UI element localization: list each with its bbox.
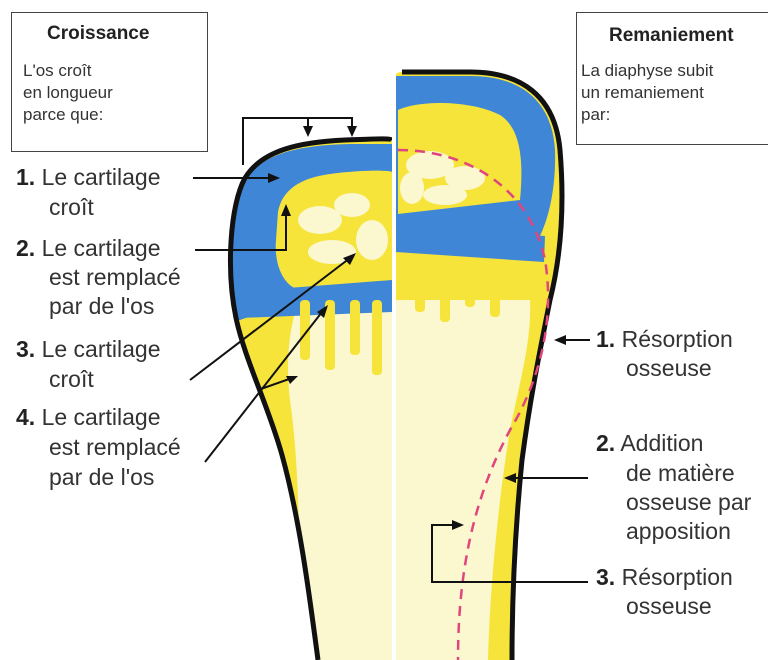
croissance-item-2-line-2: est remplacé [49, 266, 181, 289]
remaniement-item-2-line-2: de matière [626, 462, 735, 485]
croissance-item-3-num: 3. [16, 336, 35, 362]
croissance-item-4-num: 4. [16, 404, 35, 430]
remaniement-item-2-line-3: osseuse par [626, 491, 751, 514]
remaniement-line-2: un remaniement [581, 83, 704, 103]
croissance-item-3-line-1: Le cartilage [42, 336, 161, 362]
croissance-item-2: 2. Le cartilage [16, 237, 161, 260]
remaniement-line-1: La diaphyse subit [581, 61, 713, 81]
remaniement-item-2: 2. Addition [596, 432, 703, 455]
remaniement-item-1-line-1: Résorption [622, 326, 733, 352]
croissance-title: Croissance [47, 23, 149, 45]
croissance-item-4: 4. Le cartilage [16, 406, 161, 429]
remaniement-box: Remaniement La diaphyse subit un remanie… [576, 12, 768, 145]
remaniement-item-1: 1. Résorption [596, 328, 733, 351]
remaniement-item-2-line-4: apposition [626, 520, 731, 543]
remaniement-item-3-num: 3. [596, 564, 615, 590]
croissance-item-1-num: 1. [16, 164, 35, 190]
croissance-item-2-line-3: par de l'os [49, 295, 154, 318]
croissance-item-3-line-2: croît [49, 368, 94, 391]
remaniement-item-2-line-1: Addition [620, 430, 703, 456]
remaniement-item-3-line-2: osseuse [626, 595, 712, 618]
croissance-item-2-line-1: Le cartilage [42, 235, 161, 261]
croissance-item-2-num: 2. [16, 235, 35, 261]
croissance-item-3: 3. Le cartilage [16, 338, 161, 361]
croissance-line-2: en longueur [23, 83, 113, 103]
croissance-line-3: parce que: [23, 105, 103, 125]
remaniement-line-3: par: [581, 105, 610, 125]
croissance-item-1-line-1: Le cartilage [42, 164, 161, 190]
croissance-item-1: 1. Le cartilage [16, 166, 161, 189]
croissance-box: Croissance L'os croît en longueur parce … [11, 12, 208, 152]
remaniement-item-1-num: 1. [596, 326, 615, 352]
croissance-item-4-line-1: Le cartilage [42, 404, 161, 430]
remaniement-title: Remaniement [609, 25, 734, 47]
croissance-item-1-line-2: croît [49, 196, 94, 219]
remaniement-item-1-line-2: osseuse [626, 357, 712, 380]
remaniement-item-2-num: 2. [596, 430, 615, 456]
croissance-line-1: L'os croît [23, 61, 91, 81]
remaniement-item-3: 3. Résorption [596, 566, 733, 589]
croissance-item-4-line-2: est remplacé [49, 436, 181, 459]
croissance-item-4-line-3: par de l'os [49, 466, 154, 489]
remaniement-item-3-line-1: Résorption [622, 564, 733, 590]
